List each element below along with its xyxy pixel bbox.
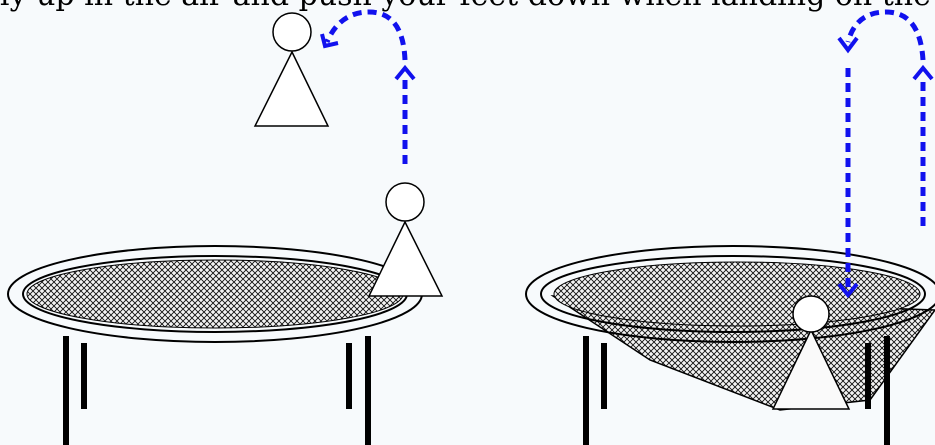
left-up-arrow xyxy=(396,68,414,164)
jumper-in-air xyxy=(255,13,328,126)
left-panel xyxy=(8,12,442,445)
jumper-head xyxy=(386,183,424,221)
right-curved-arrow xyxy=(839,12,923,60)
left-trampoline-leg-back-left xyxy=(81,343,87,409)
left-trampoline-mesh xyxy=(27,260,403,328)
right-trampoline-leg-front-left xyxy=(583,336,589,445)
curved-arrow-path xyxy=(327,12,405,60)
up-arrow-head xyxy=(914,68,932,79)
left-curved-arrow xyxy=(322,12,405,60)
jumper-on-trampoline xyxy=(369,183,442,296)
left-trampoline-leg-front-right xyxy=(365,336,371,445)
right-up-arrow xyxy=(914,68,932,226)
right-trampoline-mesh xyxy=(554,262,920,326)
right-panel xyxy=(526,12,935,445)
right-trampoline-leg-back-right xyxy=(865,343,871,409)
left-trampoline-leg-back-right xyxy=(346,343,352,409)
right-trampoline xyxy=(526,246,935,445)
jumper-body xyxy=(369,222,442,296)
right-down-arrow xyxy=(839,68,857,295)
up-arrow-head xyxy=(396,68,414,79)
curved-arrow-head xyxy=(839,38,857,50)
left-trampoline-leg-front-left xyxy=(63,336,69,445)
jumper-head xyxy=(273,13,311,51)
curved-arrow-path xyxy=(848,12,923,60)
curved-arrow-head xyxy=(322,34,338,46)
left-trampoline xyxy=(8,246,422,445)
right-trampoline-leg-front-right xyxy=(884,336,890,445)
jumper-body xyxy=(255,52,328,126)
jumper-head xyxy=(793,296,829,332)
right-trampoline-leg-back-left xyxy=(601,343,607,409)
